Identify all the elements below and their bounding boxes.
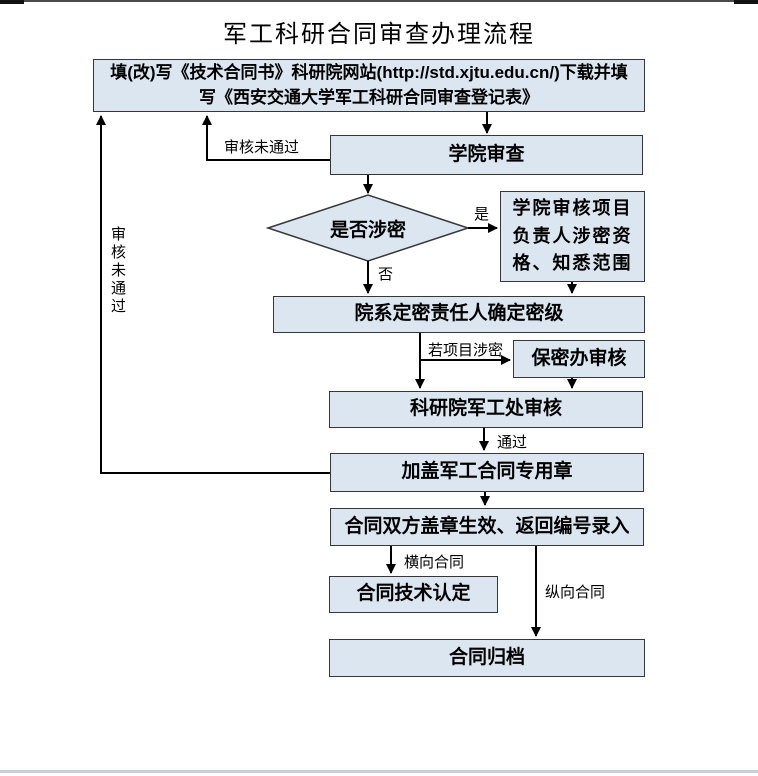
node-contract-effective: 合同双方盖章生效、返回编号录入 — [330, 508, 644, 546]
node-archive: 合同归档 — [329, 639, 645, 677]
label-if-classified: 若项目涉密 — [428, 342, 504, 359]
page-title: 军工科研合同审查办理流程 — [223, 21, 535, 48]
top-border-line — [0, 0, 758, 2]
node-military-office-review: 科研院军工处审核 — [329, 391, 643, 428]
node-tech-confirmation: 合同技术认定 — [329, 576, 498, 613]
top-left-corner-mark — [0, 0, 24, 4]
node-college-check: 学院审核项目负责人涉密资格、知悉范围 — [500, 191, 645, 282]
node-college-review: 学院审查 — [330, 135, 643, 175]
node-secrecy-decision-label: 是否涉密 — [329, 219, 406, 241]
label-vertical-contract: 纵向合同 — [545, 584, 606, 601]
node-fill-form: 填(改)写《技术合同书》科研院网站(http://std.xjtu.edu.cn… — [93, 59, 645, 112]
label-no: 否 — [378, 266, 394, 283]
top-right-corner-mark — [734, 0, 758, 4]
label-passed: 通过 — [497, 434, 528, 451]
node-stamp-seal: 加盖军工合同专用章 — [330, 453, 644, 492]
node-dept-classify: 院系定密责任人确定密级 — [273, 296, 645, 333]
node-security-office-review: 保密办审核 — [513, 340, 645, 378]
label-yes: 是 — [474, 206, 490, 223]
label-review-failed-top: 审核未通过 — [224, 139, 300, 156]
bottom-border-line — [0, 770, 758, 773]
edge-stamp-fail-loop — [96, 115, 330, 474]
label-review-failed-left: 审核未通过 — [109, 226, 126, 316]
label-horizontal-contract: 横向合同 — [404, 554, 465, 571]
